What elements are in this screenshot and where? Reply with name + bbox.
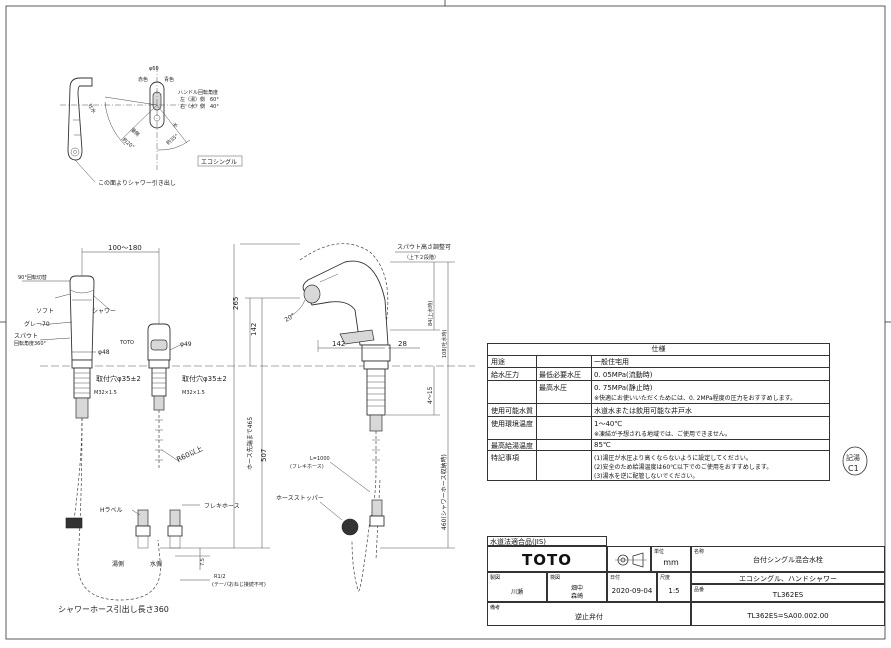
unit-value: mm [663, 558, 679, 567]
dim-142-side: 142 [332, 340, 345, 348]
toto-logo: TOTO [522, 551, 572, 569]
spout-label: スパウト [14, 332, 38, 340]
dim-460: 460(シャワーホース収納時) [440, 454, 448, 530]
spec-table: 仕様 用途 一般住宅用 給水圧力 最低必要水圧 0. 05MPa(流動時) 最高… [487, 343, 830, 481]
flex-hose-label: フレキホース [204, 503, 240, 510]
projection-symbol [607, 546, 651, 572]
thread-left: M32×1.5 [94, 390, 117, 396]
spec-title: 仕様 [488, 344, 829, 356]
spout-rotation-label: 回転角度360° [14, 340, 47, 347]
dim-265: 265 [232, 297, 240, 310]
cold-arc-label: 水 [171, 121, 180, 129]
hot-color-label: 赤色 [138, 76, 148, 83]
width-dimension: 100～180 [108, 244, 142, 252]
dim-142-front: 142 [250, 323, 258, 336]
spec-row-max-hot: 最高給湯温度 85℃ [488, 440, 829, 451]
soft-mode-label: ソフト [36, 308, 54, 315]
dim-84: 84(上水時) [427, 301, 434, 326]
gray-color-label: グレー70 [24, 320, 50, 328]
hot-water-side: 湯側 [112, 560, 124, 568]
checked-by-1: 畑中 [570, 585, 583, 592]
rotate-switch-label: 90°回転切替 [18, 274, 47, 281]
spec-row-notes: 特記事項 (1)湯圧が水圧より高くならないように設定してください。 (2)安全の… [491, 454, 773, 480]
scale-value: 1:5 [668, 587, 680, 595]
product-name2: エコシングル、ハンドシャワー [739, 575, 837, 583]
toto-mark: TOTO [119, 340, 134, 346]
drawing-number: TL362ES=SA00.002.00 [747, 612, 829, 620]
spout-height-note: （上下２段階） [404, 254, 439, 261]
mount-hole-right: 取付穴φ35±2 [182, 374, 227, 383]
plan-view [60, 66, 243, 183]
phi49-dimension: φ49 [180, 341, 192, 348]
mount-hole-left: 取付穴φ35±2 [96, 374, 141, 383]
dim-108: 108(吐水時) [441, 330, 448, 358]
checked-by-2: 森崎 [570, 593, 583, 600]
cold-color-label: 青色 [164, 76, 174, 83]
handle-angle-left: 左（湯）側 60° [180, 96, 219, 103]
model-tag: エコシングル [201, 158, 237, 166]
hot-arc-angle: 約20° [121, 136, 137, 151]
dim-507: 507 [260, 449, 268, 462]
spout-swing-label: 吐水 [86, 103, 97, 115]
product-name1: 台付シングル混合水栓 [753, 556, 823, 564]
stamp-line2: C1 [848, 464, 859, 473]
date-value: 2020-09-04 [611, 587, 653, 595]
flex-length: L=1000 [310, 456, 330, 462]
spec-row-min-pressure: 給水圧力 最低必要水圧 0. 05MPa(流動時) [488, 368, 829, 381]
spec-row-usage: 用途 一般住宅用 [488, 355, 829, 368]
front-view [22, 243, 475, 601]
cert-label: 水道法適合品(JIS) [490, 538, 547, 546]
remarks-value: 逆止弁付 [575, 613, 603, 621]
drawing-border [5, 5, 886, 640]
top-dimension: φ60 [149, 66, 159, 72]
spec-row-max-pressure: 最高水圧 0. 75MPa(静止時) ※快適にお使いいただくためには、0. 2M… [488, 381, 829, 404]
spout-height-title: スパウト高さ調整可 [397, 243, 451, 251]
stamp-line1: 記湯 [846, 453, 860, 462]
dim-4-15: 4～15 [427, 386, 434, 404]
hose-stopper-label: ホースストッパー [276, 495, 324, 502]
shower-mode-label: シャワー [92, 308, 116, 315]
shower-pull-note: この面よりシャワー引き出し [98, 179, 176, 187]
dim-28: 28 [398, 340, 407, 348]
revision-stamp [842, 446, 868, 476]
handle-angle-title: ハンドル回転角度 [178, 89, 218, 96]
cold-arc-angle: 約35° [165, 132, 181, 147]
flex-length-note: (フレキホース) [290, 464, 324, 470]
drawn-by: 川瀬 [510, 589, 523, 596]
hose-tip-dimension: ホース先端まで465 [246, 417, 254, 470]
spec-row-water-quality: 使用可能水質 水道水または飲用可能な井戸水 [488, 404, 829, 417]
angle-20: 20° [284, 312, 297, 323]
phi48-dimension: φ48 [98, 349, 110, 356]
dim-7-5: 7.5 [200, 558, 206, 566]
pipe-thread: R1/2 [214, 574, 226, 580]
h-label: Hラベル [100, 507, 123, 514]
handle-angle-right: 右（水）側 40° [180, 103, 219, 110]
pipe-thread-note: (テーパおねじ接続不可) [212, 581, 266, 588]
cold-water-side: 水側 [150, 560, 162, 568]
hot-arc-label: 湯側 [129, 126, 141, 138]
part-number: TL362ES [772, 591, 804, 599]
spec-row-temperature: 使用環境温度 1～40℃ ※凍結が予想される地域では、ご使用できません。 [488, 417, 829, 440]
title-block: 水道法適合品(JIS) TOTO 単位 mm 名称 台付シングル混合水栓 製図 … [487, 536, 885, 639]
thread-right: M32×1.5 [182, 390, 205, 396]
shower-hose-pull-length: シャワーホース引出し長さ360 [58, 604, 169, 614]
side-view [289, 243, 455, 592]
radius-label: R60以上 [175, 444, 204, 464]
